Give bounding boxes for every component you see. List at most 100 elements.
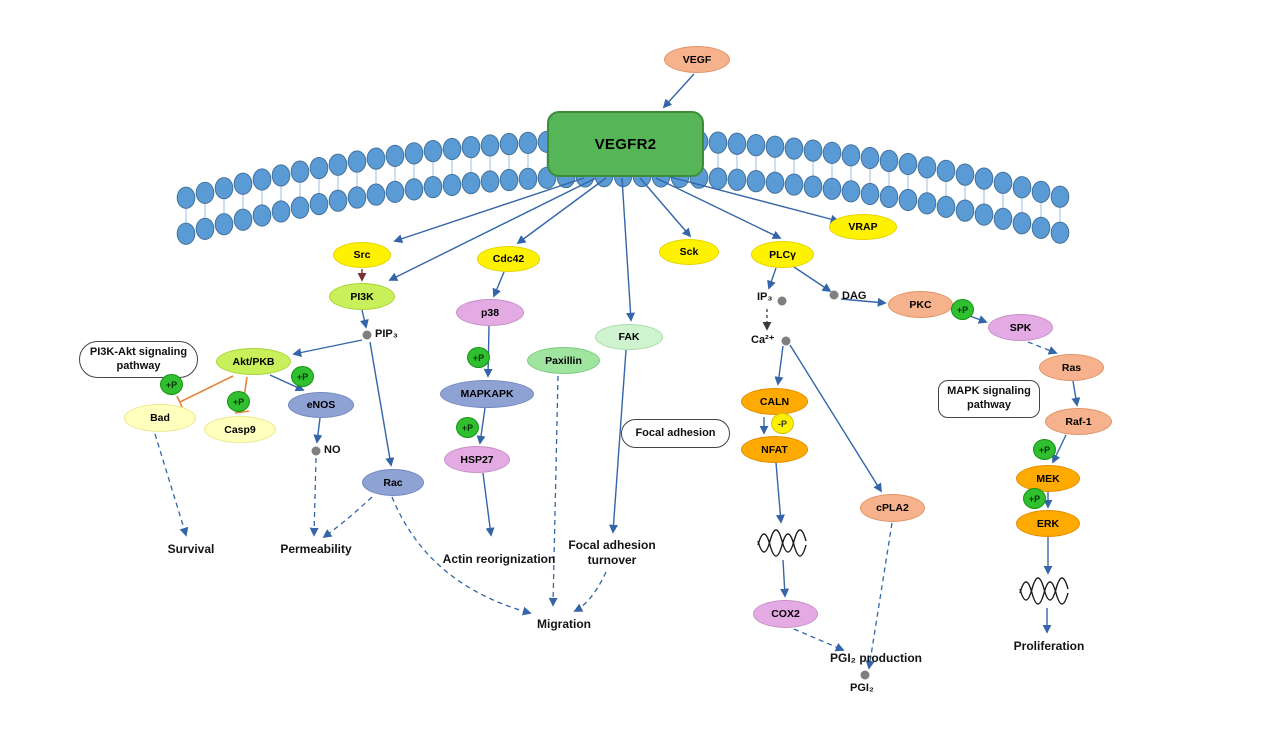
node-spk[interactable]: SPK bbox=[988, 314, 1053, 341]
ip3-dot bbox=[777, 296, 787, 306]
arrow-ca-cpla2 bbox=[789, 344, 882, 493]
outcome-migration: Migration bbox=[537, 617, 591, 631]
node-raf1[interactable]: Raf-1 bbox=[1045, 408, 1112, 435]
phospho-badge: +P bbox=[456, 417, 479, 438]
node-caln[interactable]: CALN bbox=[741, 388, 808, 415]
node-bad[interactable]: Bad bbox=[124, 404, 196, 432]
node-sck[interactable]: Sck bbox=[659, 239, 719, 265]
outcome-permeability: Permeability bbox=[280, 542, 352, 556]
arrow-cpla2-pgi2 bbox=[865, 522, 893, 670]
arrow-ras-raf1 bbox=[1071, 380, 1081, 407]
node-cdc42[interactable]: Cdc42 bbox=[477, 246, 540, 272]
dna-icon bbox=[1019, 581, 1069, 605]
arrow-ca-caln bbox=[774, 345, 784, 386]
node-fak[interactable]: FAK bbox=[595, 324, 663, 350]
arrow-vegfr2-vrap bbox=[669, 176, 840, 224]
node-hsp27[interactable]: HSP27 bbox=[444, 446, 510, 473]
dag-label: DAG bbox=[842, 290, 867, 302]
phospho-badge: +P bbox=[227, 391, 250, 412]
outcome-line: Focal adhesion bbox=[568, 538, 656, 552]
phospho-badge: +P bbox=[1023, 488, 1046, 509]
arrow-pi3k-pip3 bbox=[359, 309, 369, 329]
dna-squiggles bbox=[757, 529, 1069, 605]
node-mek[interactable]: MEK bbox=[1016, 465, 1080, 492]
pgi2-label: PGI₂ bbox=[850, 682, 874, 694]
ca-dot bbox=[781, 336, 791, 346]
arrow-vegfr2-pi3k bbox=[388, 177, 597, 281]
node-plcg[interactable]: PLCγ bbox=[751, 241, 814, 268]
pathway-label-line: PI3K-Akt signaling bbox=[89, 345, 188, 358]
arrows-solid bbox=[269, 73, 1081, 634]
arrow-raf1-mek bbox=[1052, 434, 1067, 464]
pip3-label: PIP₃ bbox=[375, 328, 398, 340]
dna-icon bbox=[1019, 577, 1069, 601]
dephospho-badge: -P bbox=[771, 413, 794, 434]
node-ras[interactable]: Ras bbox=[1039, 354, 1104, 381]
node-pkc[interactable]: PKC bbox=[888, 291, 953, 318]
phospho-badge: +P bbox=[291, 366, 314, 387]
node-cox2[interactable]: COX2 bbox=[753, 600, 818, 628]
node-cpla2[interactable]: cPLA2 bbox=[860, 494, 925, 522]
arrow-spk-ras bbox=[1027, 341, 1058, 355]
pathway-label-pi3k-akt[interactable]: PI3K-Akt signaling pathway bbox=[79, 341, 198, 378]
molecule-dots bbox=[311, 290, 870, 680]
node-p38[interactable]: p38 bbox=[456, 299, 524, 326]
arrow-no-permeability bbox=[309, 457, 319, 537]
dag-dot bbox=[829, 290, 839, 300]
no-dot bbox=[311, 446, 321, 456]
arrow-dna-cox2 bbox=[780, 559, 790, 598]
node-erk[interactable]: ERK bbox=[1016, 510, 1080, 537]
arrow-akt-enos bbox=[269, 374, 305, 392]
dna-icon bbox=[757, 529, 807, 553]
node-akt-pkb[interactable]: Akt/PKB bbox=[216, 348, 291, 375]
outcome-actin-reorganization: Actin reorignization bbox=[442, 552, 556, 566]
arrow-plcg-dag bbox=[793, 266, 832, 292]
arrow-dag-pkc bbox=[840, 297, 887, 307]
pathway-label-focal-adhesion[interactable]: Focal adhesion bbox=[621, 419, 730, 448]
arrow-plcg-ip3 bbox=[767, 267, 777, 290]
arrow-rac-migration bbox=[391, 496, 532, 616]
arrow-cdc42-p38 bbox=[492, 271, 505, 298]
arrow-enos-no bbox=[313, 417, 323, 444]
arrow-vegfr2-sck bbox=[639, 177, 692, 238]
node-casp9[interactable]: Casp9 bbox=[204, 416, 276, 443]
arrows-dashed bbox=[154, 341, 1058, 670]
arrow-vegfr2-src bbox=[393, 177, 585, 243]
pathway-label-mapk[interactable]: MAPK signaling pathway bbox=[938, 380, 1040, 418]
phospho-badge: +P bbox=[160, 374, 183, 395]
inhibit-akt-bad bbox=[179, 375, 234, 403]
arrow-p38-mapkapk bbox=[483, 325, 493, 378]
inhibit-akt-casp9-tbar bbox=[234, 410, 250, 414]
phospho-badge: +P bbox=[467, 347, 490, 368]
pip3-dot bbox=[362, 330, 372, 340]
node-vegfr2[interactable]: VEGFR2 bbox=[547, 111, 704, 177]
outcome-pgi2-production: PGI₂ production bbox=[830, 651, 922, 665]
arrow-pip3-rac bbox=[369, 341, 395, 467]
node-nfat[interactable]: NFAT bbox=[741, 436, 808, 463]
arrow-nfat-dna bbox=[775, 462, 785, 524]
arrow-hsp27-actin bbox=[482, 472, 495, 537]
pathway-label-line: MAPK signaling bbox=[947, 385, 1031, 398]
arrow-rac-permeability bbox=[322, 496, 373, 539]
node-vrap[interactable]: VRAP bbox=[829, 214, 897, 240]
node-paxillin[interactable]: Paxillin bbox=[527, 347, 600, 374]
outcome-proliferation: Proliferation bbox=[1013, 639, 1085, 653]
arrow-bad-survival bbox=[154, 433, 189, 537]
arrow-mapkapk-hsp27 bbox=[476, 407, 486, 445]
node-enos[interactable]: eNOS bbox=[288, 392, 354, 418]
arrow-pip3-akt bbox=[292, 339, 363, 357]
ca-label: Ca²⁺ bbox=[751, 334, 775, 346]
node-rac[interactable]: Rac bbox=[362, 469, 424, 496]
arrow-fak-turnover bbox=[609, 349, 627, 534]
phospho-badge: +P bbox=[1033, 439, 1056, 460]
pathway-label-line: Focal adhesion bbox=[635, 426, 716, 439]
node-vegf[interactable]: VEGF bbox=[664, 46, 730, 73]
outcome-focal-adhesion-turnover: Focal adhesion turnover bbox=[568, 538, 656, 568]
arrow-cox2-pgi2prod bbox=[793, 628, 845, 652]
outcome-survival: Survival bbox=[167, 542, 215, 556]
node-mapkapk[interactable]: MAPKAPK bbox=[440, 380, 534, 408]
node-pi3k[interactable]: PI3K bbox=[329, 283, 395, 310]
node-src[interactable]: Src bbox=[333, 242, 391, 268]
arrow-vegfr2-plcg bbox=[655, 177, 782, 239]
